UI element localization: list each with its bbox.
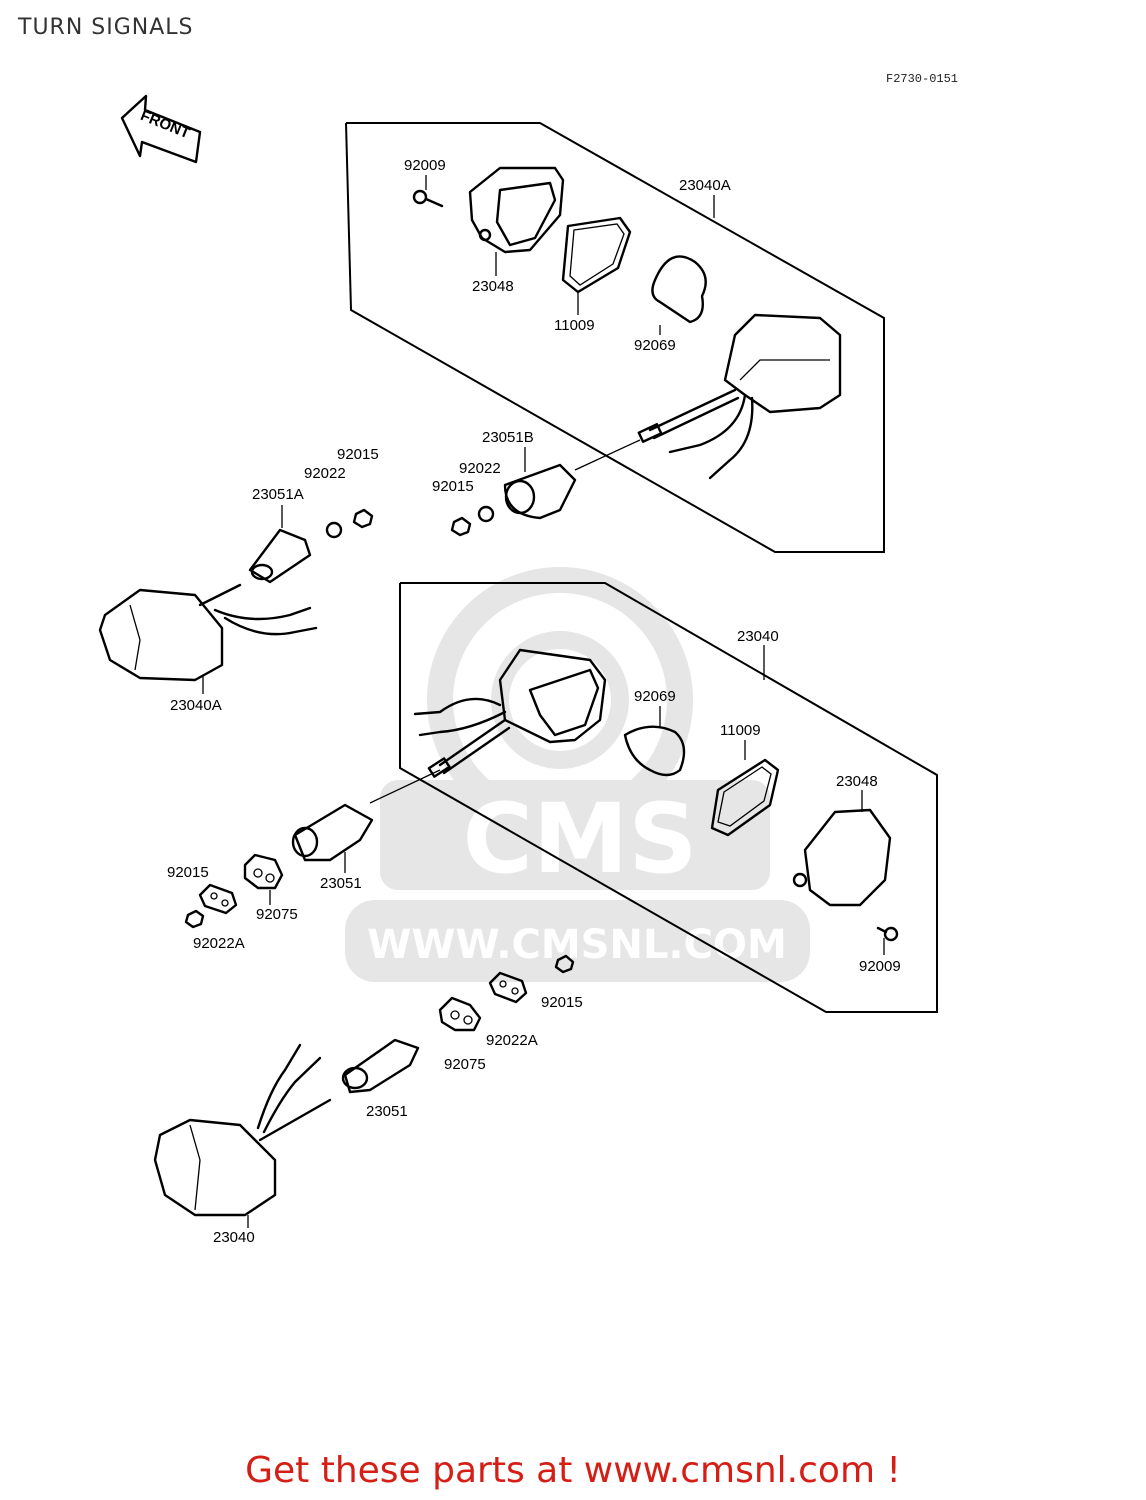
watermark-url: WWW.CMSNL.COM	[367, 922, 787, 968]
cms-watermark	[345, 567, 810, 982]
label-92015-a: 92015	[167, 864, 209, 881]
label-92015-left: 92015	[337, 446, 379, 463]
lens-23048-upper	[468, 166, 565, 276]
label-92069-lower: 92069	[634, 688, 676, 705]
label-23048-upper: 23048	[472, 278, 514, 295]
label-92015-b: 92015	[541, 994, 583, 1011]
grommet-23051-a	[291, 803, 374, 873]
grommet-23051-b	[341, 1038, 420, 1094]
watermark-logo: CMS	[462, 783, 697, 895]
label-92022-mid: 92022	[459, 460, 501, 477]
lower-assembly-frame	[399, 582, 938, 1013]
label-11009-lower: 11009	[720, 722, 761, 739]
screw-92009-upper	[412, 175, 444, 208]
housing-23040-bottom	[153, 1043, 332, 1228]
label-92009-lower: 92009	[859, 958, 901, 975]
grommet-23051A	[248, 505, 312, 584]
grommet-92075-a	[243, 853, 284, 905]
label-23048-lower: 23048	[836, 773, 878, 790]
bulb-92069-upper	[651, 255, 707, 335]
label-23040-lower: 23040	[737, 628, 779, 645]
label-23051-b: 23051	[366, 1103, 408, 1120]
washer-92022-left	[325, 521, 343, 539]
label-11009-upper: 11009	[554, 317, 595, 334]
label-23051B: 23051B	[482, 429, 534, 446]
nut-92015-a	[184, 909, 205, 929]
label-92075-a: 92075	[256, 906, 298, 923]
gasket-11009-lower	[710, 740, 780, 837]
label-92022A-b: 92022A	[486, 1032, 538, 1049]
nut-92015-b	[554, 954, 575, 974]
footer-link[interactable]: Get these parts at www.cmsnl.com !	[245, 1450, 901, 1491]
upper-assembly-frame	[345, 122, 885, 553]
label-23040A-left: 23040A	[170, 697, 222, 714]
label-23051A: 23051A	[252, 486, 304, 503]
label-92009-upper: 92009	[404, 157, 446, 174]
housing-23040-lower	[369, 648, 607, 804]
front-label: FRONT	[138, 107, 192, 142]
label-92069-upper: 92069	[634, 337, 676, 354]
washer-92022-mid	[477, 505, 495, 523]
bulb-92069-lower	[623, 706, 686, 777]
grommet-23051B	[503, 439, 641, 520]
screw-92009-lower	[876, 926, 899, 955]
label-92015-mid: 92015	[432, 478, 474, 495]
gasket-11009-upper	[561, 216, 632, 315]
label-23040-bottom: 23040	[213, 1229, 255, 1246]
page-title: TURN SIGNALS	[18, 15, 194, 40]
grommet-92075-b	[438, 996, 482, 1032]
lens-23048-lower	[792, 790, 892, 907]
label-92022-left: 92022	[304, 465, 346, 482]
diagram-code: F2730-0151	[886, 72, 959, 86]
washer-92022A-b	[488, 971, 528, 1004]
label-92022A-a: 92022A	[193, 935, 245, 952]
label-23051-a: 23051	[320, 875, 362, 892]
label-92075-b: 92075	[444, 1056, 486, 1073]
washer-92022A-a	[198, 883, 238, 915]
housing-23040A-left	[98, 583, 318, 694]
nut-92015-mid	[450, 516, 472, 537]
nut-92015-left	[352, 508, 374, 529]
housing-23040A-upper	[637, 313, 842, 480]
label-23040A-upper: 23040A	[679, 177, 731, 194]
front-arrow: FRONT	[120, 94, 202, 164]
